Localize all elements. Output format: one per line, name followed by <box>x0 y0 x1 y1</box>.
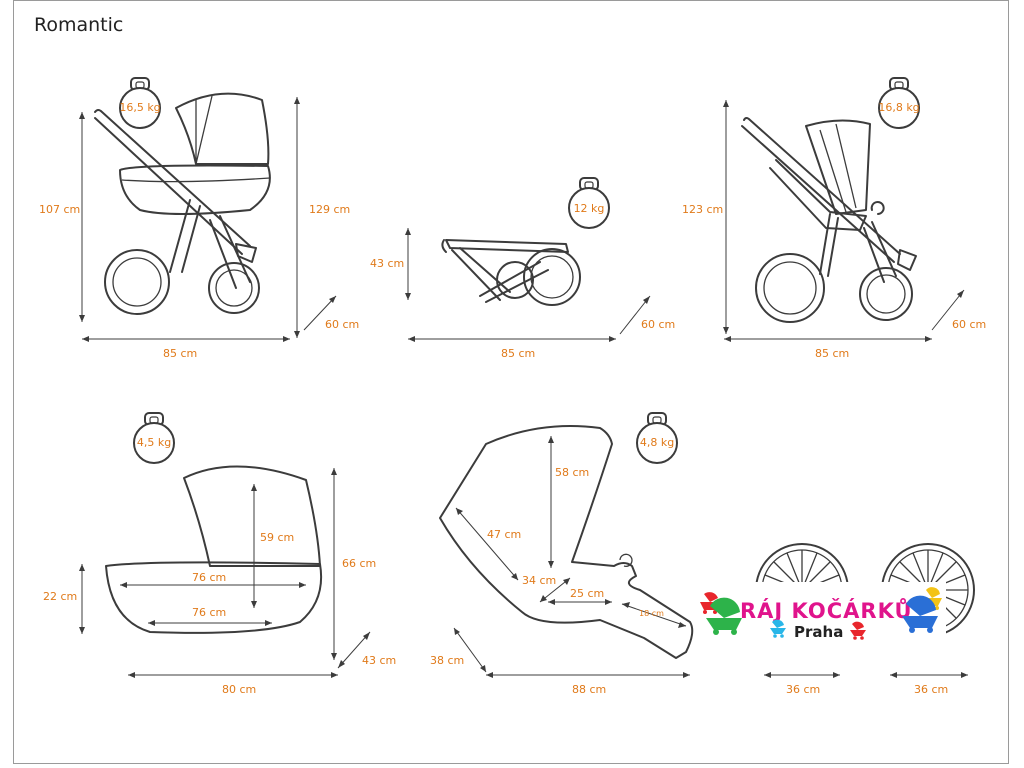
dim-80: 80 cm <box>128 672 338 696</box>
svg-text:123 cm: 123 cm <box>682 203 723 216</box>
dim-25: 25 cm <box>548 587 612 605</box>
weight-label: 4,8 kg <box>640 436 674 449</box>
svg-text:60 cm: 60 cm <box>952 318 986 331</box>
dim-59: 59 cm <box>251 484 294 608</box>
svg-text:36 cm: 36 cm <box>914 683 948 696</box>
svg-text:47 cm: 47 cm <box>487 528 521 541</box>
dim-47: 47 cm <box>455 507 521 581</box>
svg-text:59 cm: 59 cm <box>260 531 294 544</box>
weight-kettlebell-icon-2: 12 kg <box>568 177 610 229</box>
svg-text:Praha: Praha <box>794 623 843 641</box>
weight-kettlebell-icon-3: 16,8 kg <box>878 77 920 129</box>
svg-text:66 cm: 66 cm <box>342 557 376 570</box>
pram-icon-red-small <box>850 621 866 640</box>
svg-text:RÁJ KOČÁRKŮ: RÁJ KOČÁRKŮ <box>740 598 913 623</box>
svg-text:88 cm: 88 cm <box>572 683 606 696</box>
dim-36-a: 36 cm <box>764 672 840 696</box>
svg-text:85 cm: 85 cm <box>501 347 535 360</box>
dim-22: 22 cm <box>43 564 85 634</box>
stroller-carrycot-drawing <box>94 92 271 315</box>
pram-icon-green <box>706 597 742 635</box>
weight-label: 4,5 kg <box>137 436 171 449</box>
svg-text:85 cm: 85 cm <box>163 347 197 360</box>
pram-icon-cyan <box>770 619 786 638</box>
weight-kettlebell-icon-5: 4,8 kg <box>636 412 678 464</box>
svg-text:76 cm: 76 cm <box>192 571 226 584</box>
raj-kocarku-logo: RÁJ KOČÁRKŮ Praha <box>696 582 946 660</box>
dim-85-c: 85 cm <box>724 336 932 360</box>
svg-text:107 cm: 107 cm <box>39 203 80 216</box>
svg-text:18 cm: 18 cm <box>639 609 664 618</box>
dim-58: 58 cm <box>548 436 589 568</box>
sport-stroller-drawing <box>741 117 917 323</box>
dim-66: 66 cm <box>331 468 376 660</box>
weight-kettlebell-icon-4: 4,5 kg <box>133 412 175 464</box>
dim-43-a: 43 cm <box>370 228 411 300</box>
svg-text:60 cm: 60 cm <box>325 318 359 331</box>
dim-76-top: 76 cm <box>120 571 306 588</box>
dim-43-b: 43 cm <box>337 631 396 669</box>
svg-text:43 cm: 43 cm <box>362 654 396 667</box>
carrycot-drawing <box>105 465 323 634</box>
svg-text:22 cm: 22 cm <box>43 590 77 603</box>
page-title: Romantic <box>34 14 124 36</box>
svg-text:34 cm: 34 cm <box>522 574 556 587</box>
folded-frame-drawing <box>441 239 581 306</box>
weight-label: 12 kg <box>574 202 605 215</box>
svg-text:80 cm: 80 cm <box>222 683 256 696</box>
pram-icon-blue <box>902 595 938 633</box>
dim-60-b: 60 cm <box>619 295 675 335</box>
dim-85-a: 85 cm <box>82 336 290 360</box>
svg-text:38 cm: 38 cm <box>430 654 464 667</box>
weight-label: 16,8 kg <box>878 101 919 114</box>
dim-60-c: 60 cm <box>931 289 986 331</box>
dim-85-b: 85 cm <box>408 336 616 360</box>
seat-unit-drawing <box>439 425 694 659</box>
weight-kettlebell-icon-1: 16,5 kg <box>119 77 161 129</box>
svg-text:60 cm: 60 cm <box>641 318 675 331</box>
svg-text:76 cm: 76 cm <box>192 606 226 619</box>
dim-34: 34 cm <box>522 574 571 603</box>
svg-text:36 cm: 36 cm <box>786 683 820 696</box>
dim-123: 123 cm <box>682 100 729 334</box>
dim-36-b: 36 cm <box>890 672 968 696</box>
dim-38: 38 cm <box>430 627 487 673</box>
svg-text:129 cm: 129 cm <box>309 203 350 216</box>
dim-60-a: 60 cm <box>303 295 359 331</box>
dim-18: 18 cm <box>621 602 687 628</box>
dim-129: 129 cm <box>294 97 350 338</box>
svg-text:25 cm: 25 cm <box>570 587 604 600</box>
svg-text:58 cm: 58 cm <box>555 466 589 479</box>
dim-88: 88 cm <box>486 672 690 696</box>
svg-text:43 cm: 43 cm <box>370 257 404 270</box>
weight-label: 16,5 kg <box>119 101 160 114</box>
dim-107: 107 cm <box>39 112 85 322</box>
svg-text:85 cm: 85 cm <box>815 347 849 360</box>
dim-76-bottom: 76 cm <box>148 606 272 626</box>
